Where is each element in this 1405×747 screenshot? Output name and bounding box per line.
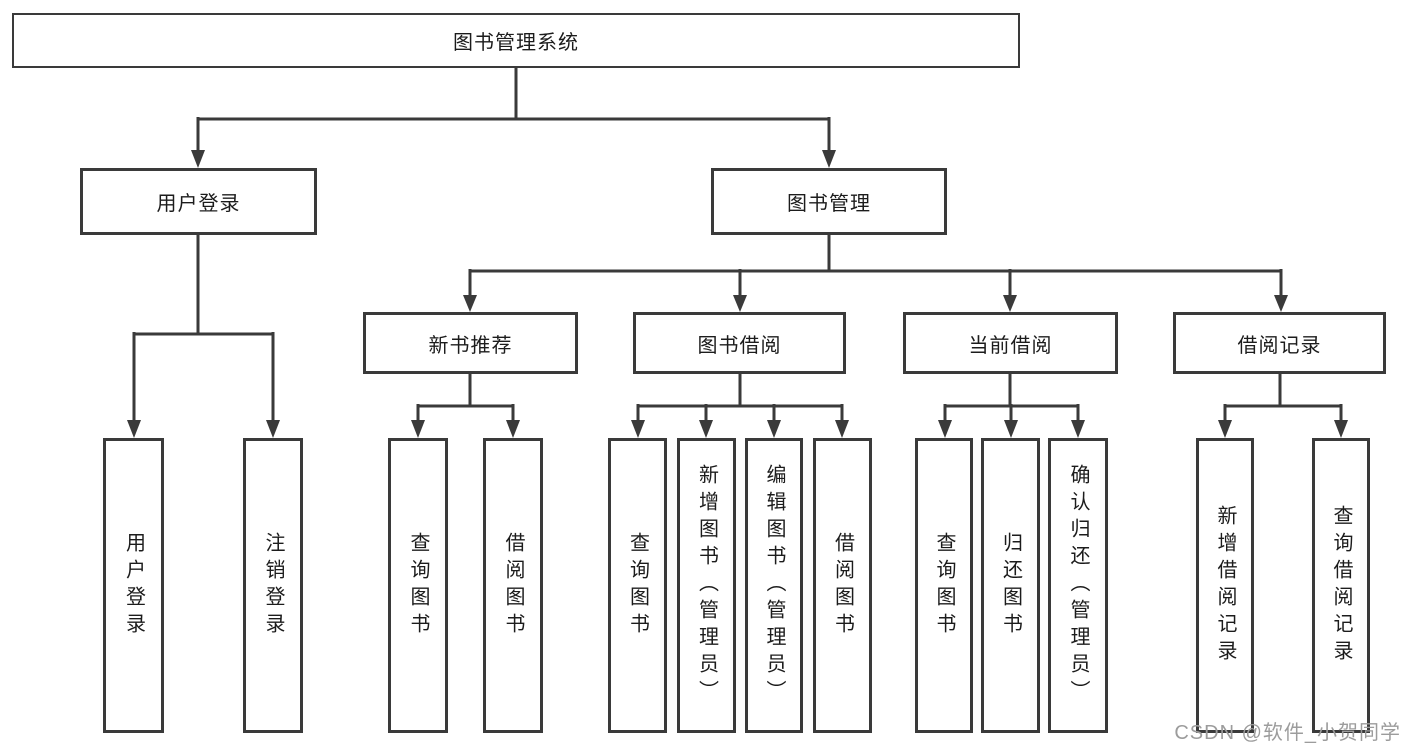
leaf-label: 查询图书: [933, 531, 955, 640]
leaf-borrow-books-recommend: 借阅图书: [483, 438, 543, 733]
leaf-label: 借阅图书: [831, 531, 854, 640]
leaf-add-books-admin: 新增图书（管理员）: [677, 438, 736, 733]
node-label: 当前借阅: [968, 334, 1053, 357]
leaf-label: 注销登录: [262, 531, 284, 640]
node-label: 新书推荐: [428, 334, 513, 357]
node-new-book-recommendation: 新书推荐: [363, 312, 578, 374]
leaf-query-books-recommend: 查询图书: [388, 438, 448, 733]
leaf-label: 用户登录: [122, 531, 145, 640]
leaf-query-books-borrowing: 查询图书: [608, 438, 667, 733]
node-borrowing-records: 借阅记录: [1173, 312, 1386, 374]
node-book-management: 图书管理: [711, 168, 947, 235]
leaf-label: 确认归还（管理员）: [1067, 464, 1089, 707]
node-current-borrowing: 当前借阅: [903, 312, 1118, 374]
node-label: 用户登录: [156, 193, 241, 215]
node-label: 借阅记录: [1237, 334, 1322, 357]
node-label: 图书管理: [787, 193, 871, 215]
leaf-label: 编辑图书（管理员）: [763, 464, 785, 707]
leaf-add-borrow-record: 新增借阅记录: [1196, 438, 1254, 733]
leaf-label: 新增图书（管理员）: [695, 464, 718, 707]
leaf-user-login: 用户登录: [103, 438, 164, 733]
leaf-borrow-books-borrowing: 借阅图书: [813, 438, 872, 733]
node-label: 图书借阅: [697, 334, 782, 357]
leaf-label: 借阅图书: [502, 531, 524, 640]
csdn-watermark: CSDN @软件_小贺同学: [1174, 722, 1401, 744]
node-system-root: 图书管理系统: [12, 13, 1020, 68]
leaf-label: 查询借阅记录: [1330, 504, 1352, 667]
leaf-label: 查询图书: [626, 531, 649, 640]
leaf-query-borrow-record: 查询借阅记录: [1312, 438, 1370, 733]
leaf-logout: 注销登录: [243, 438, 303, 733]
node-user-login: 用户登录: [80, 168, 317, 235]
node-book-borrowing: 图书借阅: [633, 312, 846, 374]
leaf-query-books-current: 查询图书: [915, 438, 973, 733]
leaf-confirm-return-admin: 确认归还（管理员）: [1048, 438, 1108, 733]
arrowhead-icons: [127, 150, 1348, 438]
node-label: 图书管理系统: [453, 32, 579, 54]
leaf-edit-books-admin: 编辑图书（管理员）: [745, 438, 803, 733]
leaf-label: 新增借阅记录: [1214, 504, 1236, 667]
leaf-label: 查询图书: [407, 531, 429, 640]
leaf-label: 归还图书: [999, 531, 1022, 640]
leaf-return-books: 归还图书: [981, 438, 1040, 733]
